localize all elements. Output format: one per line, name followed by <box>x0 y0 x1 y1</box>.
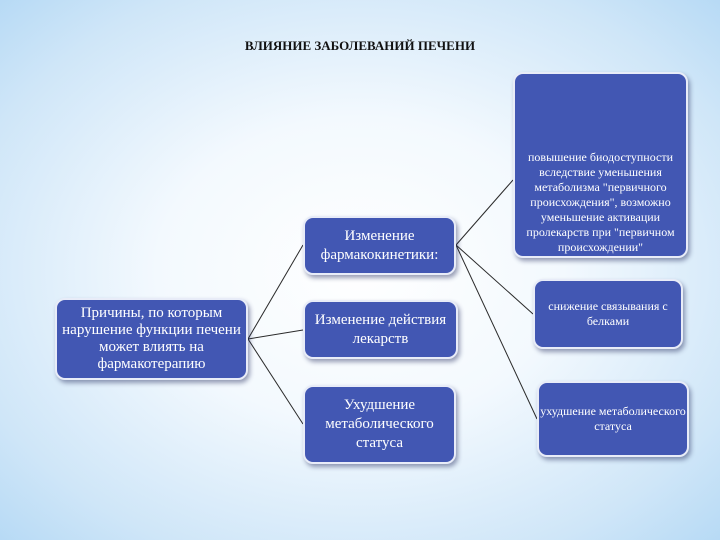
node-protein-binding: снижение связывания с белками <box>533 279 683 349</box>
node-bioavailability-label: повышение биодоступности вследствие умен… <box>526 150 675 254</box>
root-node: Причины, по которым нарушение функции пе… <box>55 298 248 380</box>
node-metabolic-status-worsening: ухудшение метаболического статуса <box>537 381 689 457</box>
connector-pk-to-protein-binding <box>455 244 534 315</box>
node-pharmacokinetics-label: Изменение фармакокинетики: <box>320 227 439 263</box>
node-metabolic-status: Ухудшение метаболического статуса <box>303 385 456 464</box>
connector-pk-to-bioavailability <box>455 179 514 246</box>
node-bioavailability: повышение биодоступности вследствие умен… <box>513 72 688 258</box>
slide-title: ВЛИЯНИЕ ЗАБОЛЕВАНИЙ ПЕЧЕНИ <box>244 38 476 53</box>
connector-root-to-pk <box>247 244 304 340</box>
node-drug-action-label: Изменение действия лекарств <box>314 311 447 347</box>
node-protein-binding-label: снижение связывания с белками <box>548 299 668 328</box>
node-drug-action: Изменение действия лекарств <box>303 300 458 359</box>
node-metabolic-status-worsening-label: ухудшение метаболического статуса <box>540 404 686 433</box>
root-node-label: Причины, по которым нарушение функции пе… <box>62 305 241 372</box>
connector-root-to-drug-action <box>247 329 304 340</box>
connector-root-to-metabolic <box>247 338 304 425</box>
node-metabolic-status-label: Ухудшение метаболического статуса <box>325 397 434 451</box>
connector-pk-to-metabolic-status <box>455 244 538 420</box>
node-pharmacokinetics: Изменение фармакокинетики: <box>303 216 456 275</box>
